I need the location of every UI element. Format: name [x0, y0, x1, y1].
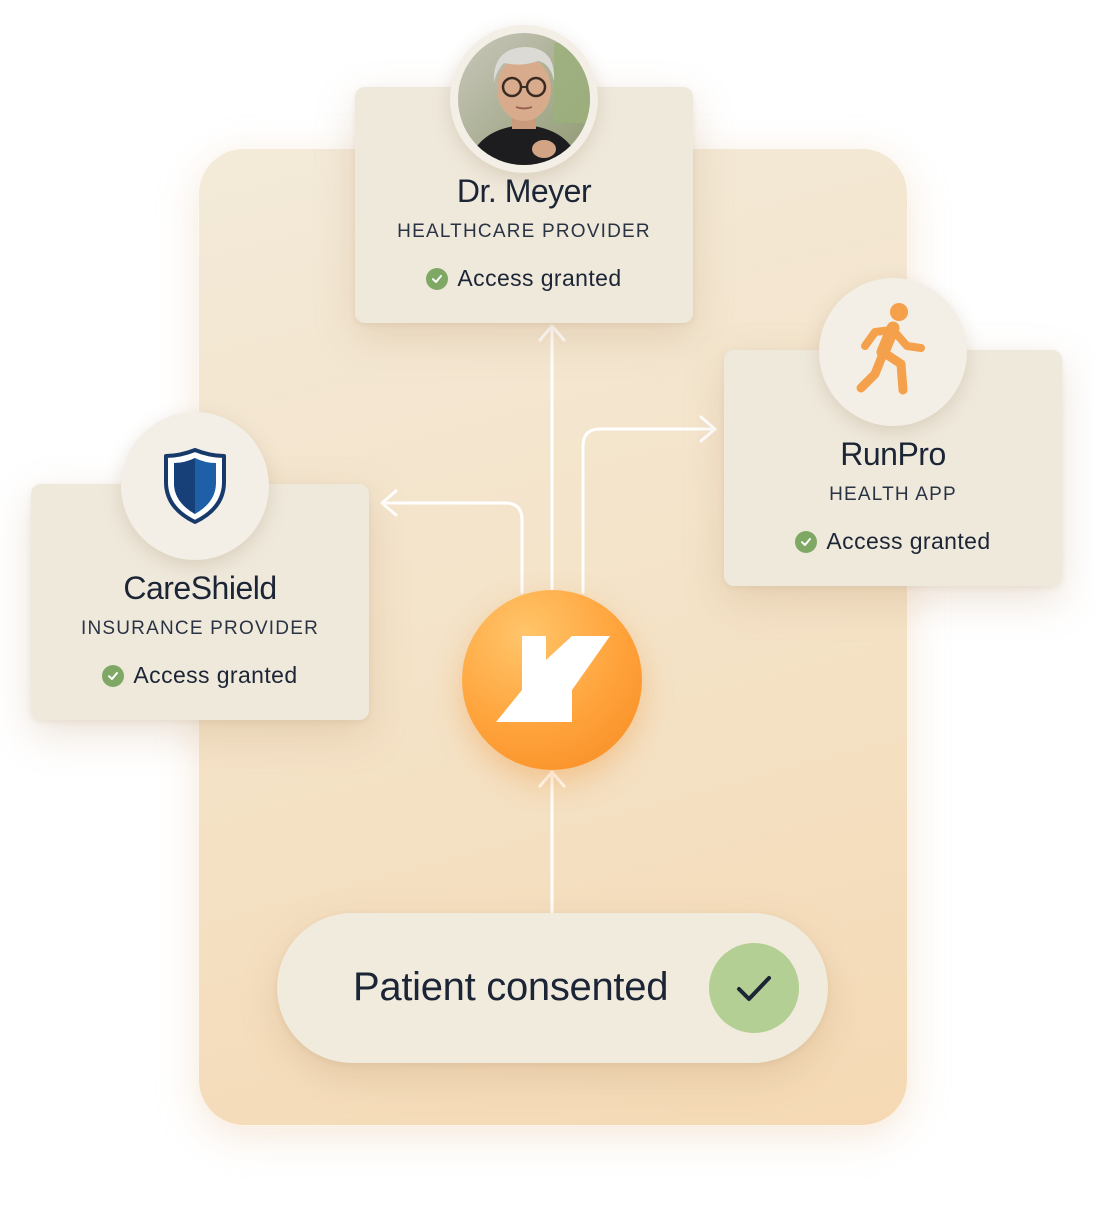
running-person-icon — [856, 303, 925, 395]
connector-hub-to-insurer — [380, 501, 524, 594]
provider-access-label: Access granted — [457, 265, 622, 291]
arrowhead-hub — [538, 770, 566, 788]
check-circle-icon — [795, 530, 818, 553]
provider-card: Dr. Meyer HEALTHCARE PROVIDER Access gra… — [355, 25, 693, 323]
insurer-avatar — [121, 412, 269, 560]
app-avatar — [819, 278, 967, 426]
app-access-status: Access granted — [724, 528, 1062, 555]
consent-label: Patient consented — [353, 965, 669, 1009]
provider-role: HEALTHCARE PROVIDER — [397, 221, 651, 242]
insurer-card: CareShield INSURANCE PROVIDER Access gra… — [31, 412, 369, 720]
insurer-name: CareShield — [123, 570, 277, 606]
insurer-access-label: Access granted — [133, 662, 298, 688]
app-role: HEALTH APP — [829, 484, 957, 505]
insurer-access-status: Access granted — [31, 662, 369, 689]
provider-name: Dr. Meyer — [456, 173, 592, 209]
consent-pill: Patient consented — [277, 913, 828, 1063]
arrowhead-provider — [538, 324, 566, 342]
provider-access-status: Access granted — [355, 265, 693, 292]
app-name: RunPro — [840, 436, 946, 472]
arrowhead-app — [699, 415, 717, 443]
app-card: RunPro HEALTH APP Access granted — [724, 278, 1062, 586]
app-access-label: Access granted — [826, 528, 991, 554]
check-circle-icon — [102, 664, 125, 687]
connector-hub-to-app — [581, 427, 717, 594]
check-circle-icon — [426, 267, 449, 290]
arrowhead-insurer — [380, 489, 398, 517]
checkmark-icon — [709, 943, 799, 1033]
doctor-portrait — [458, 33, 590, 165]
shield-icon — [164, 448, 226, 524]
insurer-role: INSURANCE PROVIDER — [80, 618, 320, 639]
brand-logo — [496, 636, 610, 722]
hub-node — [462, 590, 642, 770]
provider-avatar — [450, 25, 598, 173]
